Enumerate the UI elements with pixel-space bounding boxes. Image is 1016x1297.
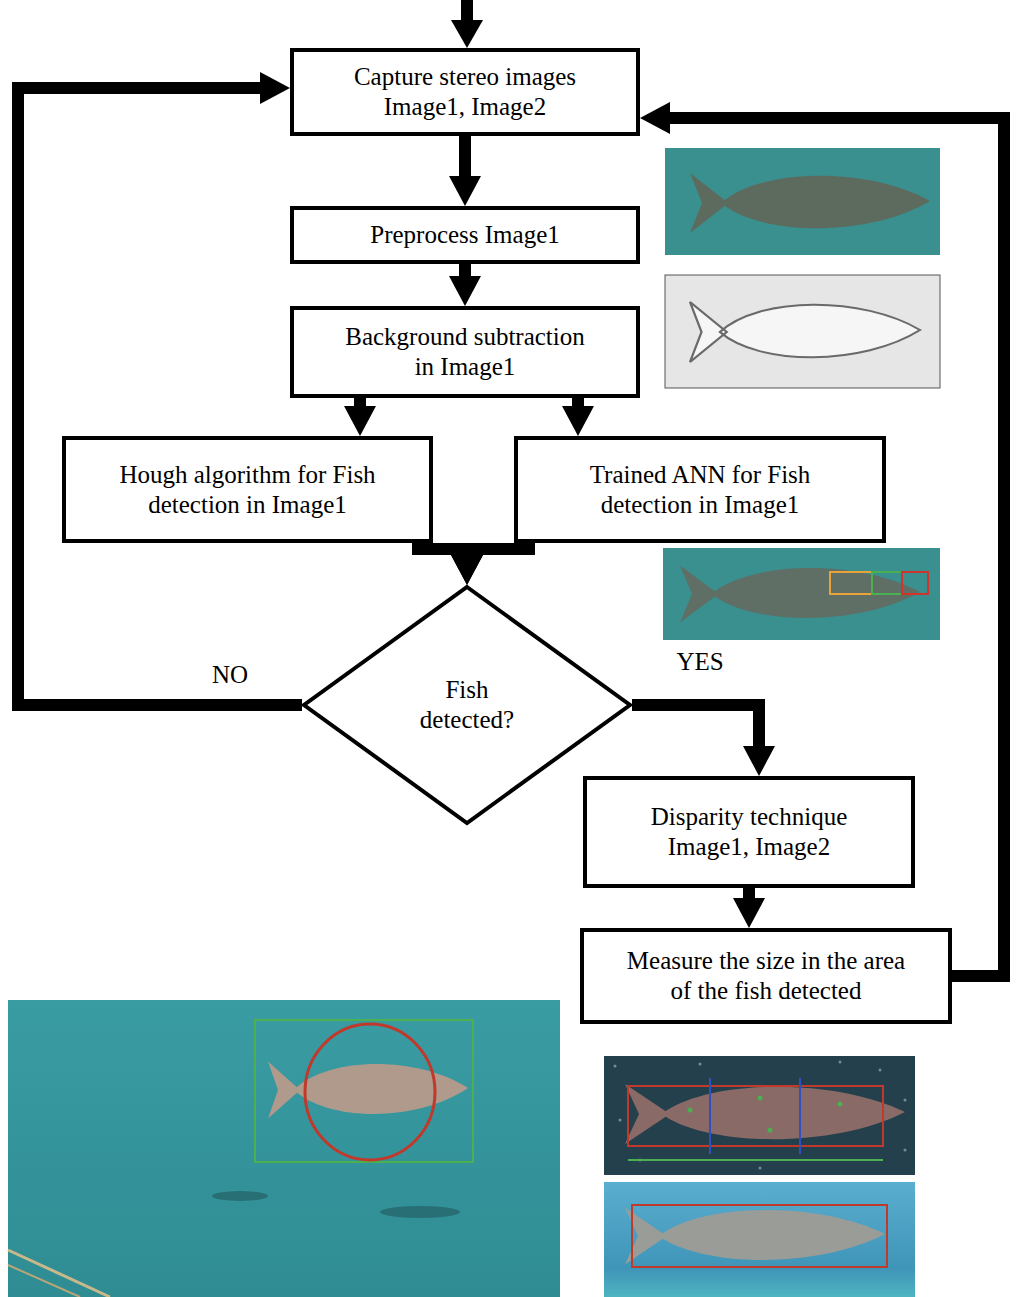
shadow xyxy=(212,1191,268,1201)
flow-arrow xyxy=(459,264,471,288)
node-text: Disparity technique Image1, Image2 xyxy=(614,802,884,862)
node-text: Background subtraction in Image1 xyxy=(333,322,598,382)
fish-figure xyxy=(690,173,930,233)
process-box: Disparity technique Image1, Image2 xyxy=(583,776,915,888)
process-box: Preprocess Image1 xyxy=(290,206,640,264)
process-box: Measure the size in the area of the fish… xyxy=(580,928,952,1024)
flow-arrow xyxy=(467,541,529,567)
photo-disparity xyxy=(604,1056,915,1175)
measure-line xyxy=(709,1078,711,1154)
shadow xyxy=(380,1206,460,1218)
fish-figure xyxy=(680,566,920,623)
flow-arrow xyxy=(418,541,467,567)
node-text: Capture stereo images Image1, Image2 xyxy=(330,62,600,122)
flow-arrow xyxy=(572,398,584,418)
detection-box xyxy=(255,1020,473,1162)
fish-figure xyxy=(690,302,920,362)
process-box: Capture stereo images Image1, Image2 xyxy=(290,48,640,136)
photo-subtracted xyxy=(665,275,940,388)
detection-window xyxy=(872,572,902,594)
process-box: Hough algorithm for Fish detection in Im… xyxy=(62,436,433,543)
photo-raw xyxy=(665,148,940,255)
photo-detection xyxy=(663,548,940,640)
measure-line xyxy=(799,1078,801,1154)
flow-arrow xyxy=(354,398,366,418)
node-text: Measure the size in the area of the fish… xyxy=(616,946,916,1006)
entry-line xyxy=(461,0,473,22)
feature-points xyxy=(688,1096,843,1133)
hough-circle xyxy=(305,1024,435,1160)
edge-label: YES xyxy=(673,647,726,677)
node-text: Hough algorithm for Fish detection in Im… xyxy=(83,460,413,520)
fish-figure xyxy=(268,1062,468,1119)
diamond-shape xyxy=(304,587,630,823)
detection-window xyxy=(902,572,928,594)
edge-label: NO xyxy=(209,660,251,690)
fish-figure xyxy=(625,1208,885,1265)
measure-box xyxy=(632,1205,887,1267)
measure-box xyxy=(628,1086,883,1146)
detection-window xyxy=(830,572,872,594)
node-text: Trained ANN for Fish detection in Image1 xyxy=(545,460,855,520)
node-text: Preprocess Image1 xyxy=(370,220,560,250)
flow-arrow xyxy=(632,705,759,758)
lane-line xyxy=(8,1265,80,1297)
photo-underwater xyxy=(8,1000,560,1297)
flow-arrow xyxy=(18,88,302,705)
photo-measured xyxy=(604,1182,915,1297)
fish-figure xyxy=(625,1084,905,1144)
disparity-noise xyxy=(614,1061,907,1170)
process-box: Trained ANN for Fish detection in Image1 xyxy=(514,436,886,543)
node-text: Fish detected? xyxy=(407,675,527,735)
measure-line xyxy=(628,1159,883,1161)
process-box: Background subtraction in Image1 xyxy=(290,306,640,398)
flow-arrow xyxy=(459,136,471,188)
flow-arrow xyxy=(743,888,755,910)
lane-line xyxy=(8,1250,110,1297)
entry-arrowhead xyxy=(451,20,483,48)
